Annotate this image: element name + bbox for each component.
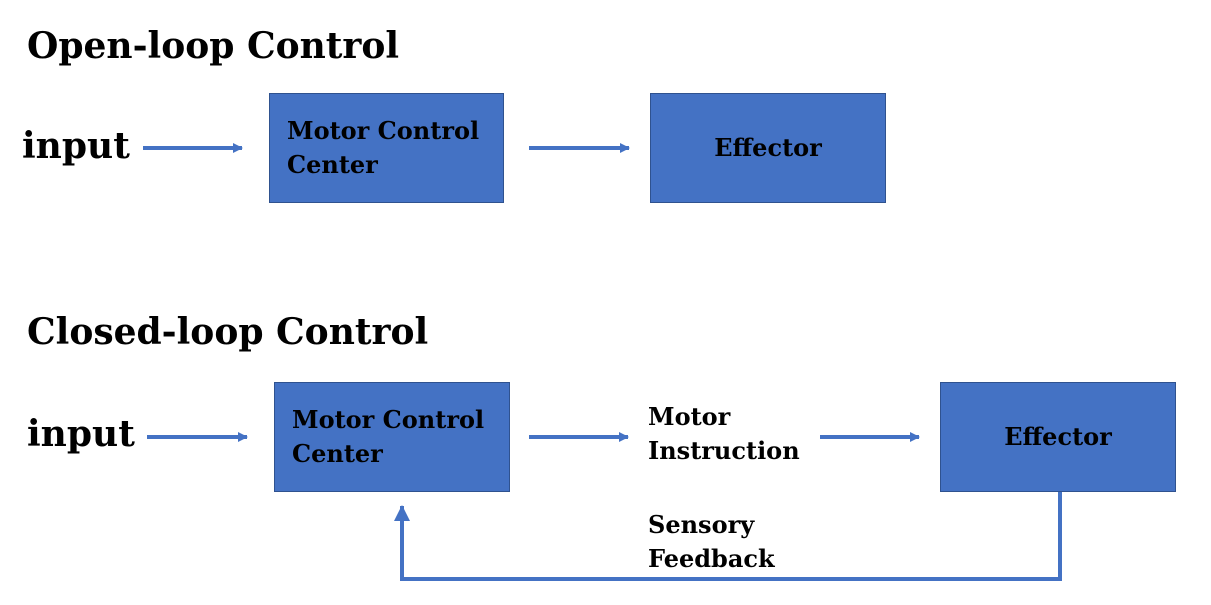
open-loop-motor-control-center-label: Motor Control Center (287, 116, 480, 179)
open-loop-effector-label: Effector (714, 133, 822, 162)
open-loop-effector-box: Effector (650, 93, 886, 203)
closed-loop-motor-control-center-box: Motor Control Center (274, 382, 510, 492)
closed-loop-input-label: input (27, 413, 135, 455)
closed-loop-effector-label: Effector (1004, 422, 1112, 451)
closed-loop-motor-control-center-label: Motor Control Center (292, 405, 485, 468)
closed-loop-effector-box: Effector (940, 382, 1176, 492)
closed-loop-title: Closed-loop Control (27, 311, 429, 353)
motor-instruction-label: Motor Instruction (648, 402, 800, 465)
open-loop-input-label: input (22, 125, 130, 167)
sensory-feedback-label: Sensory Feedback (648, 510, 775, 573)
sensory-feedback-arrowhead (394, 505, 410, 521)
open-loop-title: Open-loop Control (27, 25, 400, 67)
open-loop-motor-control-center-box: Motor Control Center (269, 93, 504, 203)
